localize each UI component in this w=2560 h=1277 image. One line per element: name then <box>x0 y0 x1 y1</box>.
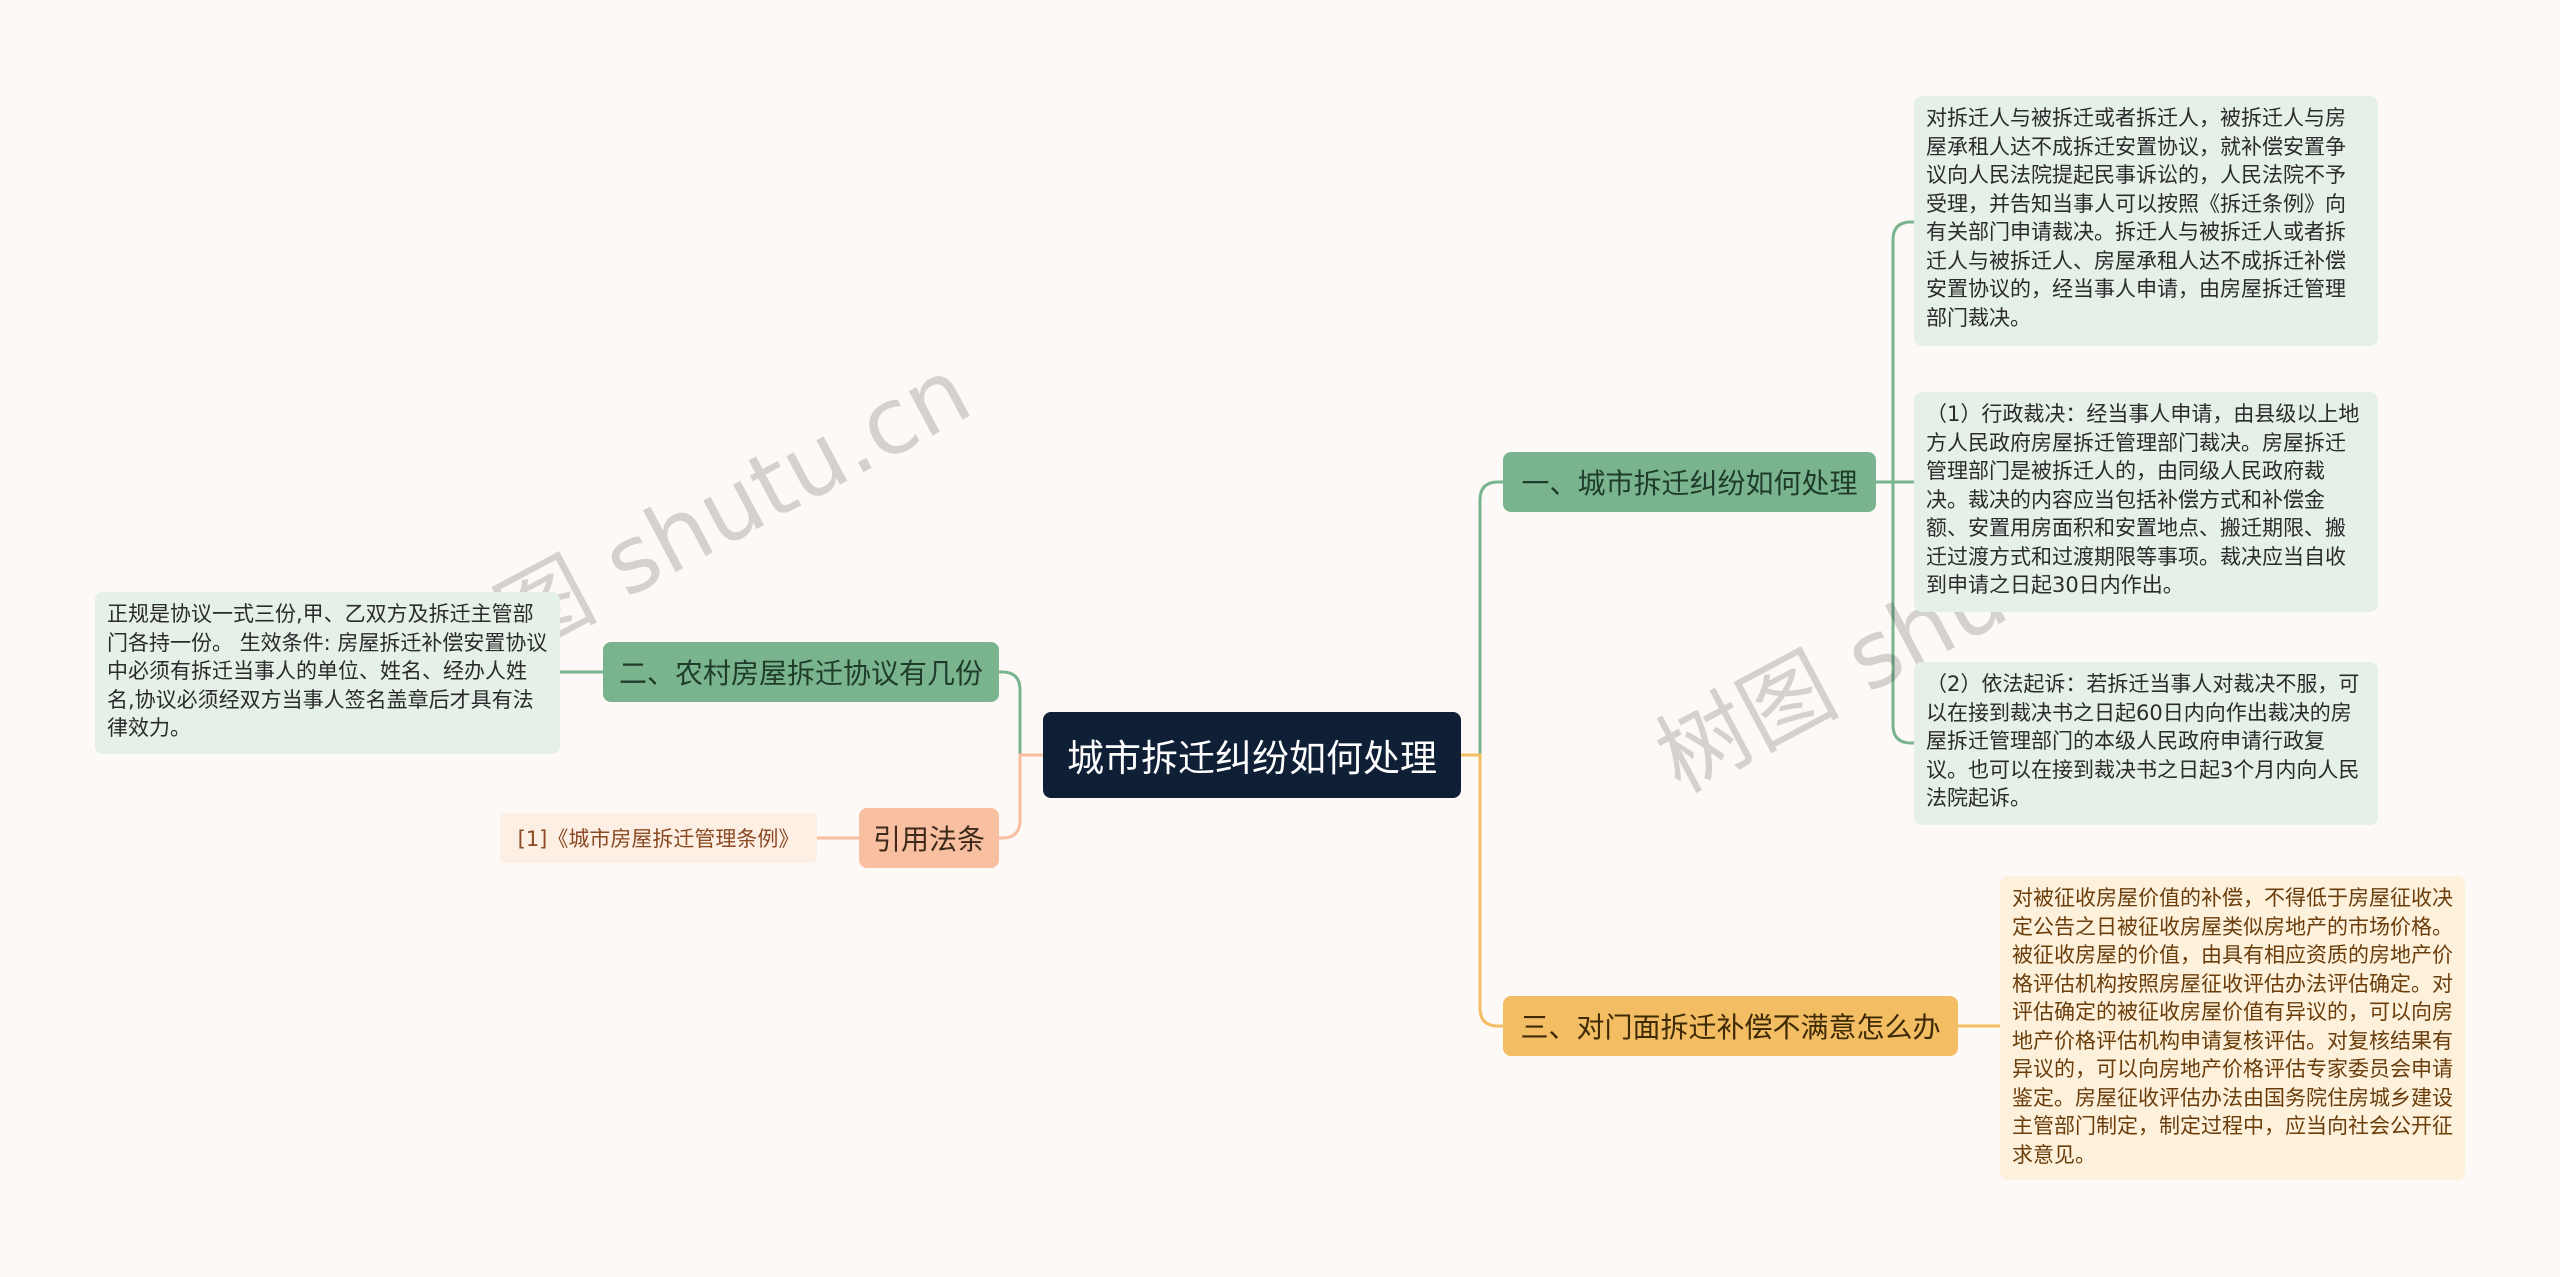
leaf-administrative-ruling[interactable]: （1）行政裁决：经当事人申请，由县级以上地方人民政府房屋拆迁管理部门裁决。房屋拆… <box>1914 392 2378 612</box>
leaf-rural-agreement[interactable]: 正规是协议一式三份,甲、乙双方及拆迁主管部门各持一份。 生效条件: 房屋拆迁补偿… <box>95 592 560 754</box>
branch-storefront-compensation[interactable]: 三、对门面拆迁补偿不满意怎么办 <box>1503 996 1958 1056</box>
connector-root-branch1 <box>1461 480 1503 757</box>
leaf-cited-regulation[interactable]: [1]《城市房屋拆迁管理条例》 <box>500 813 817 863</box>
connector-root-cite <box>999 753 1043 840</box>
connector-root-branch2 <box>999 670 1043 757</box>
connector-root-branch3 <box>1461 753 1503 1028</box>
leaf-urban-dispute-overview[interactable]: 对拆迁人与被拆迁或者拆迁人，被拆迁人与房屋承租人达不成拆迁安置协议，就补偿安置争… <box>1914 96 2378 346</box>
root-node[interactable]: 城市拆迁纠纷如何处理 <box>1043 712 1461 798</box>
leaf-storefront-compensation[interactable]: 对被征收房屋价值的补偿，不得低于房屋征收决定公告之日被征收房屋类似房地产的市场价… <box>2000 876 2465 1180</box>
connector-branch1-leaf3 <box>1876 480 1914 745</box>
branch-rural-agreement[interactable]: 二、农村房屋拆迁协议有几份 <box>603 642 999 702</box>
connector-branch1-leaf1 <box>1876 220 1914 484</box>
branch-cited-law[interactable]: 引用法条 <box>859 808 999 868</box>
branch-urban-dispute[interactable]: 一、城市拆迁纠纷如何处理 <box>1503 452 1876 512</box>
leaf-lawsuit[interactable]: （2）依法起诉：若拆迁当事人对裁决不服，可以在接到裁决书之日起60日内向作出裁决… <box>1914 662 2378 825</box>
